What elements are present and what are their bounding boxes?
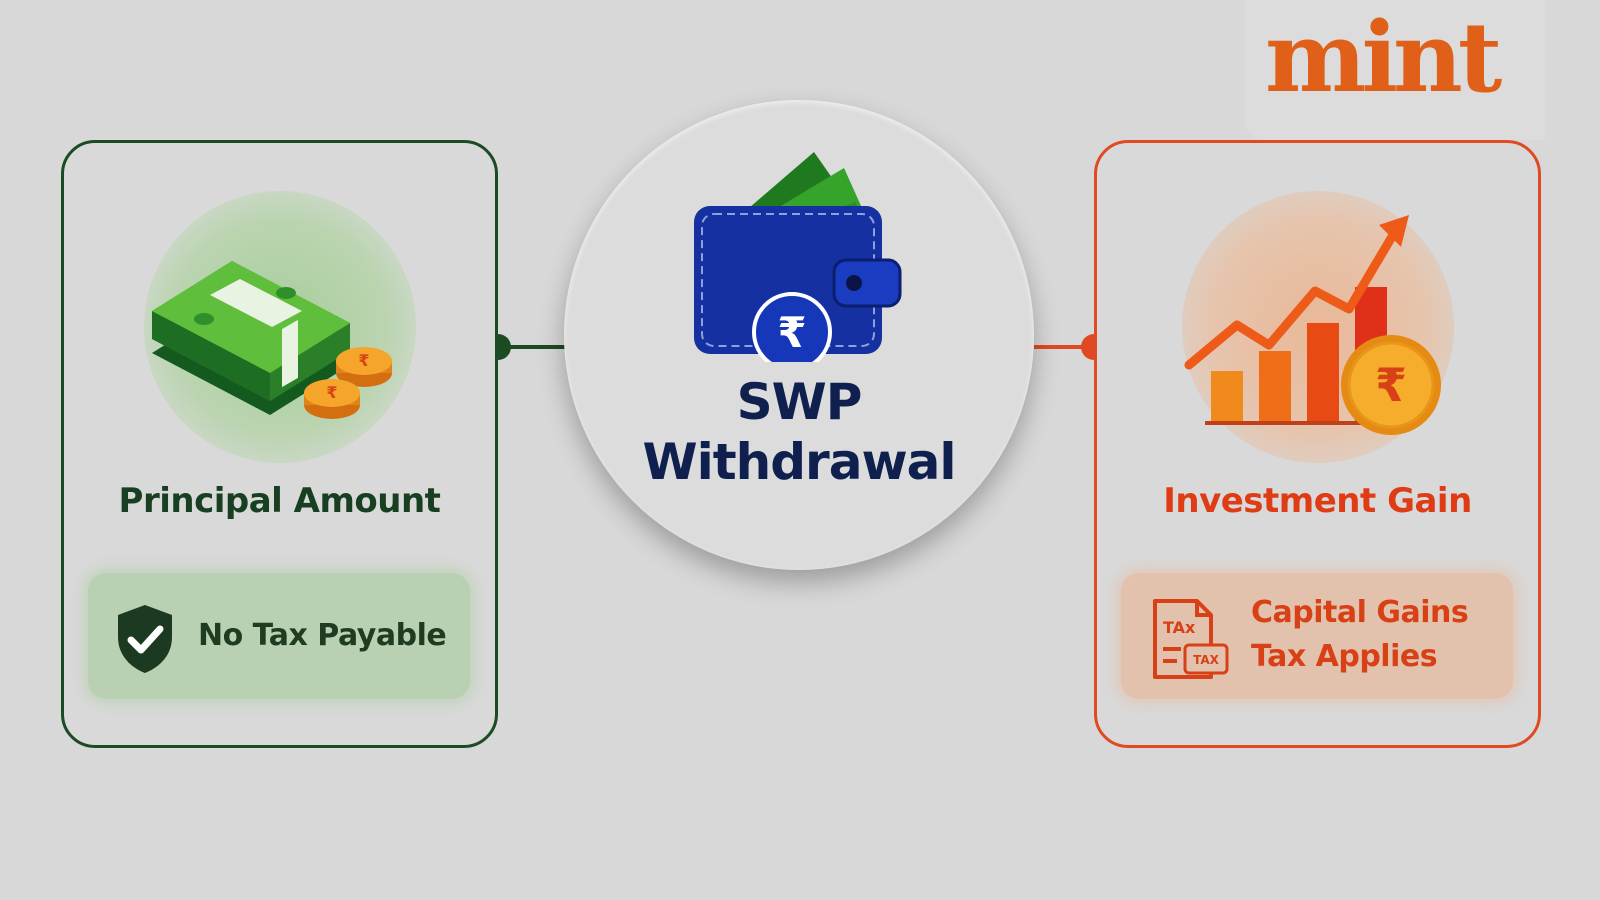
- brand-logo-panel: [1245, 0, 1545, 140]
- investment-gain-card: ₹ Investment Gain TAx TAX Capital Gains …: [1094, 140, 1541, 748]
- swp-center-circle: ₹ SWP Withdrawal: [564, 100, 1034, 570]
- svg-text:₹: ₹: [1375, 358, 1407, 412]
- growth-chart-with-rupee-coin-icon: ₹: [1184, 215, 1441, 435]
- shield-check-icon: [118, 605, 172, 673]
- capital-gains-line1: Capital Gains: [1251, 595, 1469, 630]
- swp-title-line2: Withdrawal: [642, 433, 956, 491]
- principal-card: ₹ ₹ Principal Amount No Tax Payable: [61, 140, 498, 748]
- swp-title-line1: SWP: [736, 373, 863, 431]
- tax-document-icon: TAx TAX: [1153, 599, 1229, 679]
- principal-title: Principal Amount: [118, 481, 441, 521]
- capital-gains-note: TAx TAX Capital Gains Tax Applies: [1121, 573, 1513, 699]
- capital-gains-text: Capital Gains Tax Applies: [1251, 591, 1469, 679]
- swp-title: SWP Withdrawal: [564, 372, 1034, 492]
- svg-text:₹: ₹: [358, 351, 369, 370]
- svg-text:₹: ₹: [777, 308, 806, 357]
- no-tax-text: No Tax Payable: [198, 618, 447, 653]
- cash-stack: [152, 261, 350, 415]
- brand-logo: mint: [1265, 1, 1502, 114]
- wallet-with-rupee-coin-icon: ₹: [694, 152, 902, 362]
- svg-text:TAX: TAX: [1193, 653, 1220, 667]
- capital-gains-line2: Tax Applies: [1251, 639, 1438, 674]
- money-stack-with-rupee-coins-icon: ₹ ₹: [152, 261, 392, 419]
- rupee-coins: ₹ ₹: [304, 347, 392, 419]
- investment-gain-title: Investment Gain: [1163, 481, 1472, 521]
- svg-text:TAx: TAx: [1163, 618, 1196, 637]
- svg-text:₹: ₹: [326, 383, 337, 402]
- no-tax-note: No Tax Payable: [88, 573, 470, 699]
